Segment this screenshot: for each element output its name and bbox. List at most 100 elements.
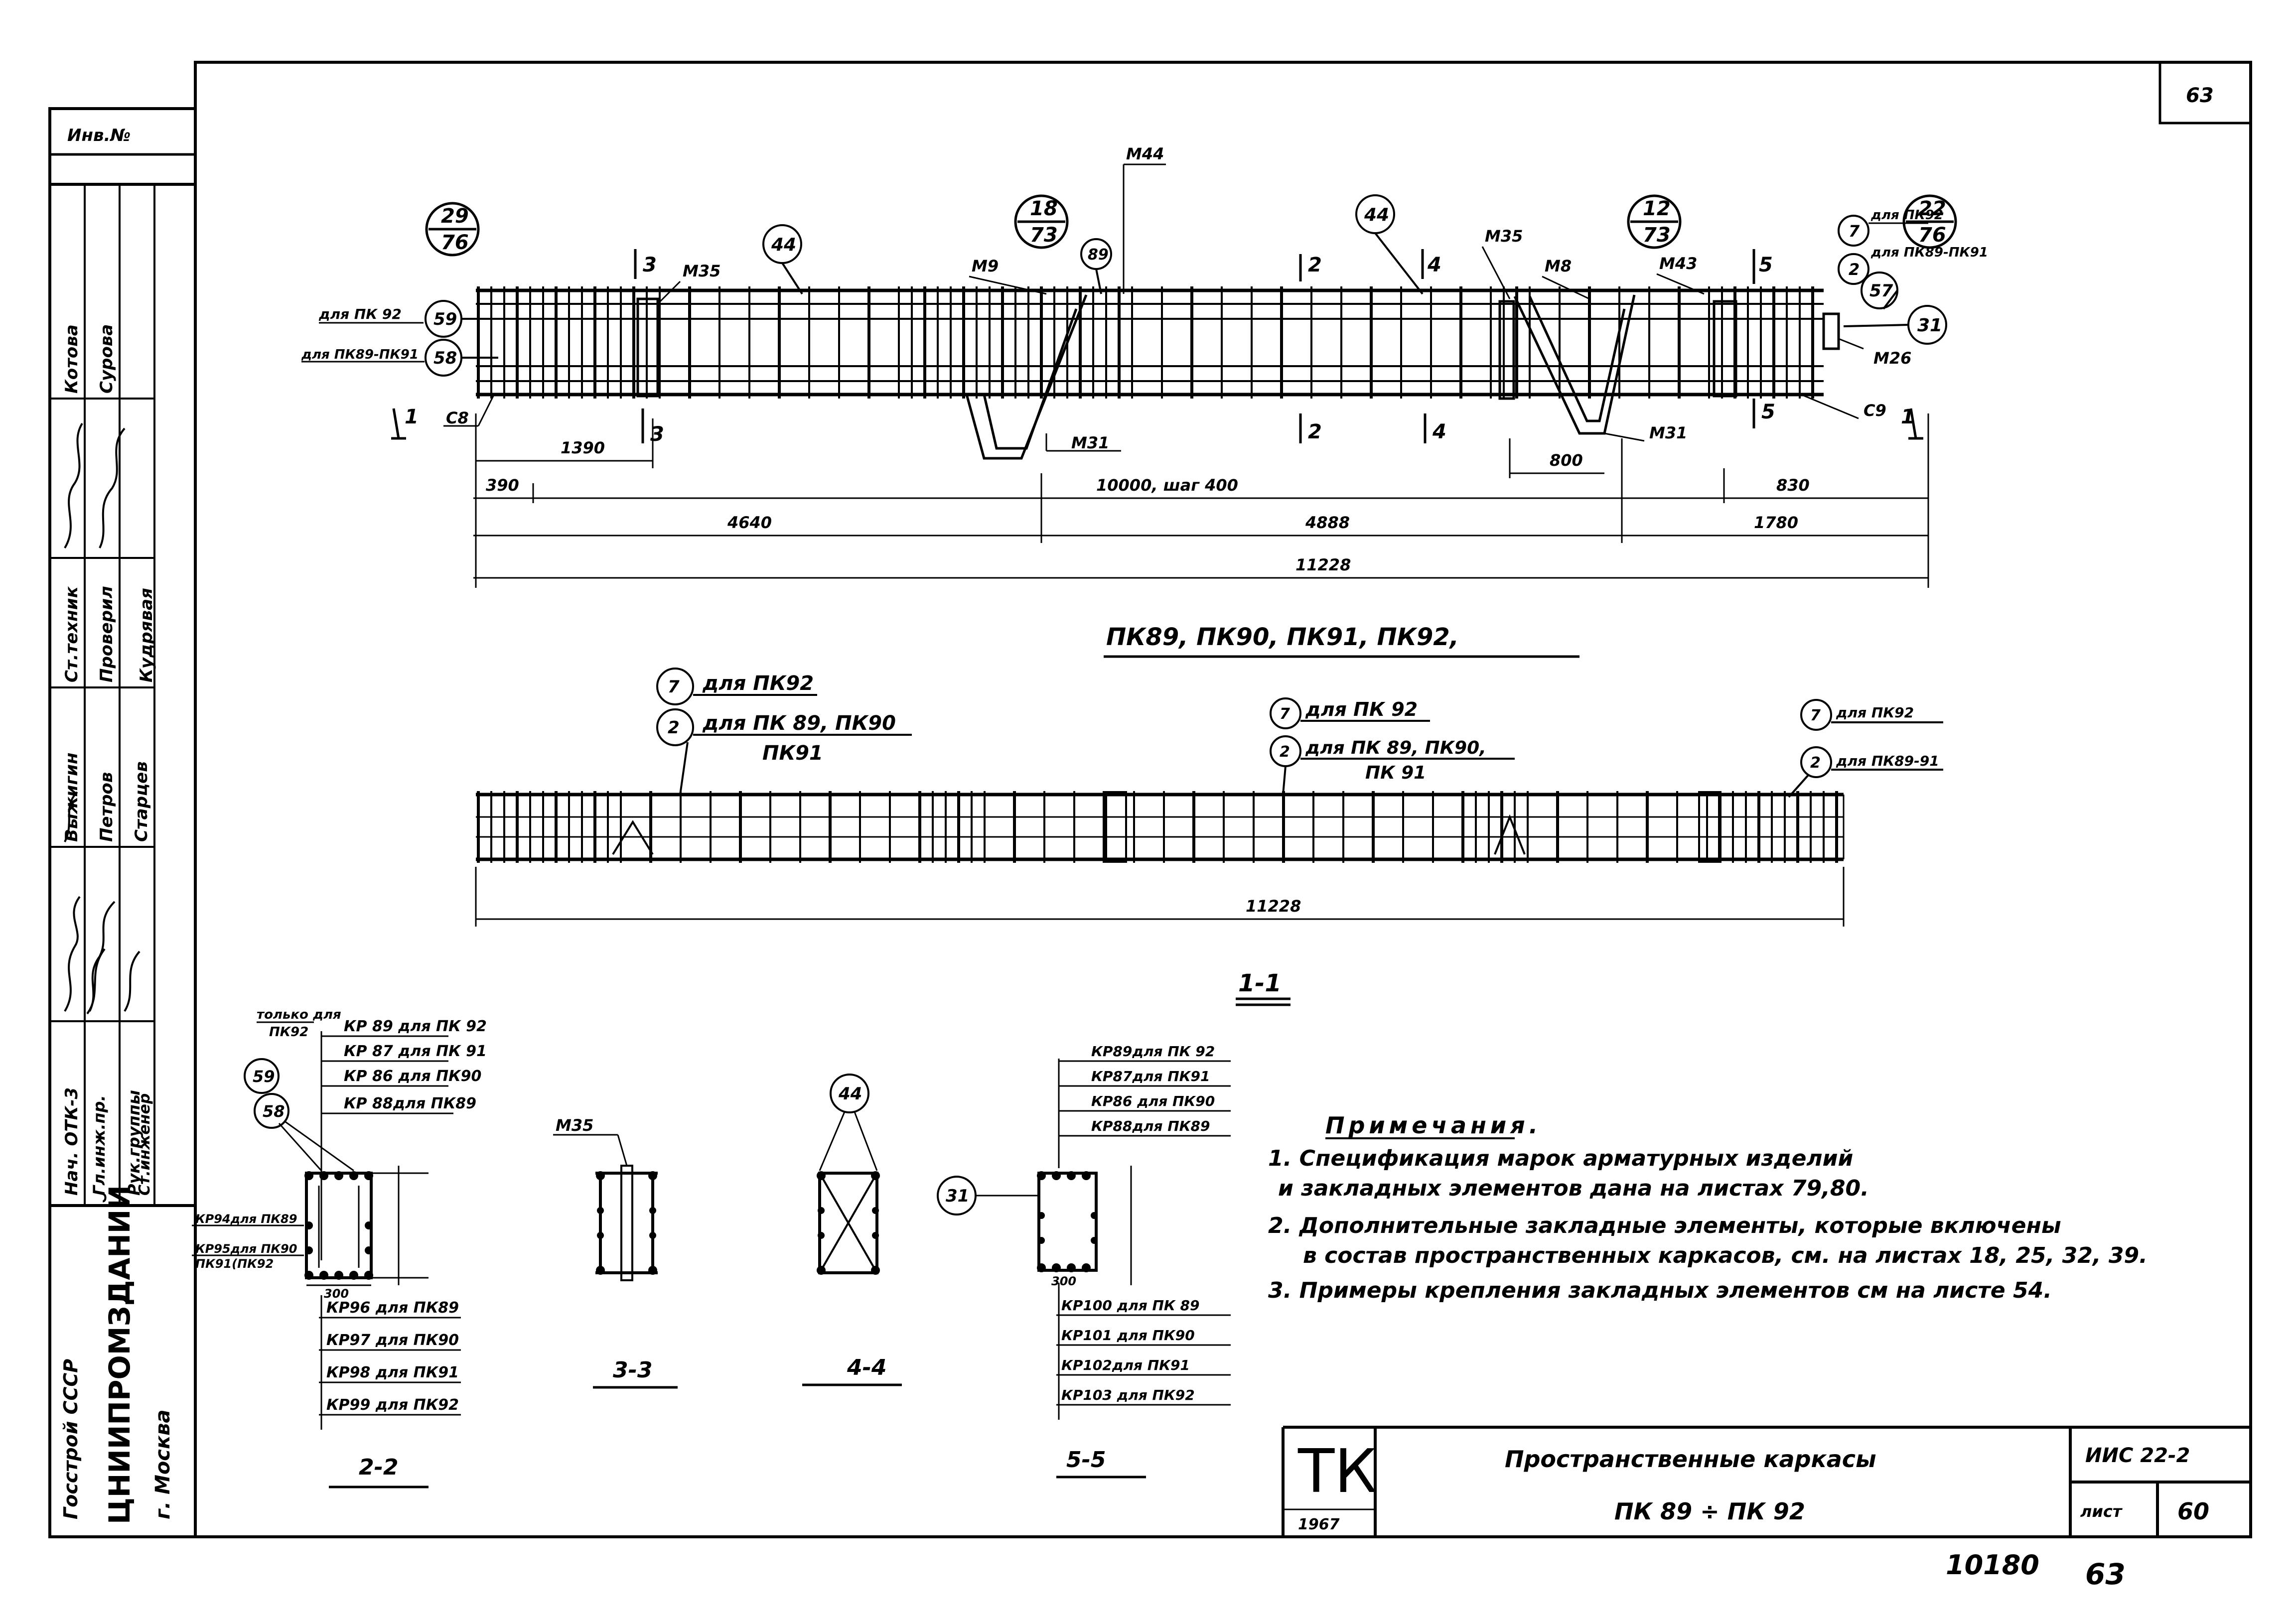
title-block: ТК 1967 Пространственные каркасы ПК 89 ÷… (1282, 1426, 2251, 1537)
tb-sheet-number: 60 (2177, 1498, 2209, 1525)
stamp-role-2: Гл.инж.пр. (90, 1095, 109, 1196)
stamp-name-1: Выжигин (62, 753, 82, 842)
dim-800: 800 (1550, 451, 1583, 470)
tk-mark: ТК (1297, 1437, 1377, 1506)
plan-l2a2: ПК91 (762, 742, 823, 765)
tb-title-2: ПК 89 ÷ ПК 92 (1614, 1498, 1805, 1525)
s33-mark: М35 (556, 1116, 593, 1135)
tb-title-1: Пространственные каркасы (1505, 1446, 1876, 1473)
s22-width: 300 (324, 1287, 349, 1301)
note-3: 3. Примеры крепления закладных элементов… (1268, 1278, 2052, 1303)
mark-m26: М26 (1873, 349, 1911, 368)
s22-kr-top-0: КР 89 для ПК 92 (344, 1018, 487, 1035)
reference-numbers: 29 76 18 73 12 73 22 76 (441, 197, 1946, 254)
plan-l2b: для ПК 89, ПК90, (1305, 738, 1486, 758)
s55-kr-bottom-3: КР103 для ПК92 (1061, 1387, 1195, 1403)
mark-m43: М43 (1659, 254, 1697, 273)
b-57: 57 (1869, 281, 1893, 301)
s22-onlyb: ПК92 (269, 1025, 308, 1040)
plan-c2a: 2 (668, 718, 680, 738)
org-institute: ЦНИИПРОМЗДАНИЙ (102, 1185, 137, 1524)
stamp-role-1: Нач. ОТК-3 (62, 1087, 82, 1196)
s22-kr-left-1: КР95для ПК90 (195, 1242, 297, 1256)
notes-title: Примечания. (1325, 1112, 1542, 1139)
stamp-role-6: Проверил (97, 586, 117, 682)
s55-kr-bottom-0: КР100 для ПК 89 (1061, 1297, 1199, 1314)
tk-year: 1967 (1298, 1516, 1340, 1533)
s55-label: 5-5 (1066, 1447, 1106, 1473)
plan-l7c: для ПК92 (1836, 704, 1914, 721)
section-3-3: М35 3-3 (553, 1116, 678, 1389)
ref2-top: 18 (1030, 197, 1058, 220)
s55-width: 300 (1051, 1274, 1076, 1288)
plan-l2a: для ПК 89, ПК90 (702, 712, 896, 735)
s55-c31: 31 (946, 1186, 969, 1206)
stamp-role-5: Ст.техник (62, 586, 82, 682)
mark-c8: С8 (446, 408, 469, 427)
b-31: 31 (1917, 315, 1942, 336)
main-title: ПК89, ПК90, ПК91, ПК92, (1104, 623, 1579, 658)
org-city: г. Москва (151, 1410, 174, 1519)
ref3-top: 12 (1643, 197, 1671, 220)
plan-c7b: 7 (1280, 705, 1290, 723)
sheet-frame (48, 61, 2252, 1538)
footer-page: 63 (2085, 1557, 2126, 1591)
sec-2a: 2 (1308, 254, 1322, 276)
sec-1a: 1 (405, 405, 419, 428)
ref3-bottom: 73 (1643, 224, 1671, 247)
s22-only: только для (257, 1007, 341, 1022)
footer: 10180 63 (1946, 1549, 2126, 1591)
org-ministry: Госстрой СССР (60, 1359, 82, 1519)
b-58: 58 (433, 348, 457, 368)
note-2a: 2. Дополнительные закладные элементы, ко… (1268, 1213, 2061, 1238)
s22-kr-top-1: КР 87 для ПК 91 (344, 1043, 487, 1060)
mark-m9: М9 (972, 257, 999, 275)
section-5-5: 31 КР89для ПК 92 КР87для ПК91 КР86 для П… (937, 1043, 1231, 1479)
note-for-92: для ПК 92 (318, 306, 402, 322)
section-label-1-1: 1-1 (1236, 969, 1291, 1006)
note-1a: 1. Спецификация марок арматурных изделий (1268, 1146, 1853, 1171)
dim-4640: 4640 (727, 513, 772, 532)
mark-m35a: М35 (683, 262, 720, 280)
frame-label-box: Инв.№ (50, 126, 195, 156)
plan-l7a: для ПК92 (702, 672, 814, 695)
plan-dim: 11228 (1246, 897, 1301, 916)
s22-kr-top: КР 89 для ПК 92 КР 87 для ПК 91 КР 86 дл… (344, 1018, 487, 1112)
mark-labels: М35 М9 М44 М35 М8 М43 М31 М31 М26 С8 С9 … (301, 144, 1988, 452)
mark-c9: С9 (1864, 401, 1886, 420)
sec-4b: 4 (1432, 420, 1446, 443)
position-balloons (425, 194, 1947, 377)
organization-block: Госстрой СССР ЦНИИПРОМЗДАНИЙ г. Москва (60, 1185, 174, 1524)
s22-label: 2-2 (359, 1455, 399, 1480)
s22-kr-bottom-2: КР98 для ПК91 (326, 1364, 459, 1381)
sheet-corner-number: 63 (2186, 84, 2214, 107)
section-2-2: только для ПК92 59 58 КР 89 для ПК 92 КР… (192, 1007, 487, 1488)
sec-2b: 2 (1308, 420, 1322, 443)
s22-kr-top-2: КР 86 для ПК90 (344, 1068, 481, 1085)
s22-kr-bottom-0: КР96 для ПК89 (326, 1299, 459, 1317)
dim-1390: 1390 (561, 438, 605, 457)
note-1b: и закладных элементов дана на листах 79,… (1278, 1176, 1869, 1201)
dim-10000: 10000, шаг 400 (1096, 476, 1238, 495)
note-for-89-91: для ПК89-ПК91 (301, 347, 419, 362)
mark-m8: М8 (1545, 257, 1572, 275)
s55-kr-top-0: КР89для ПК 92 (1091, 1043, 1215, 1060)
s55-kr-bottom-2: КР102для ПК91 (1061, 1357, 1190, 1373)
ref2-bottom: 73 (1030, 224, 1058, 247)
b-59: 59 (433, 309, 457, 329)
note-2b: в состав пространственных каркасов, см. … (1303, 1243, 2148, 1268)
s22-c59: 59 (253, 1067, 275, 1086)
plan-l2c: для ПК89-91 (1836, 753, 1939, 769)
stamp-role-3: Рук.группы (125, 1090, 144, 1196)
sheet-references (425, 194, 1957, 257)
section-numbers: 1 1 3 3 2 2 4 4 5 5 (405, 254, 1915, 446)
stamp-name-2: Петров (97, 772, 117, 842)
mark-m31a: М31 (1071, 433, 1109, 452)
mark-m31b: М31 (1649, 423, 1687, 442)
plan-balloons (656, 668, 1943, 798)
b-89: 89 (1088, 246, 1109, 264)
s22-kr-bottom: КР96 для ПК89 КР97 для ПК90 КР98 для ПК9… (326, 1299, 459, 1414)
signature-strip (50, 184, 155, 1206)
tb-list-label: лист (2080, 1502, 2123, 1521)
